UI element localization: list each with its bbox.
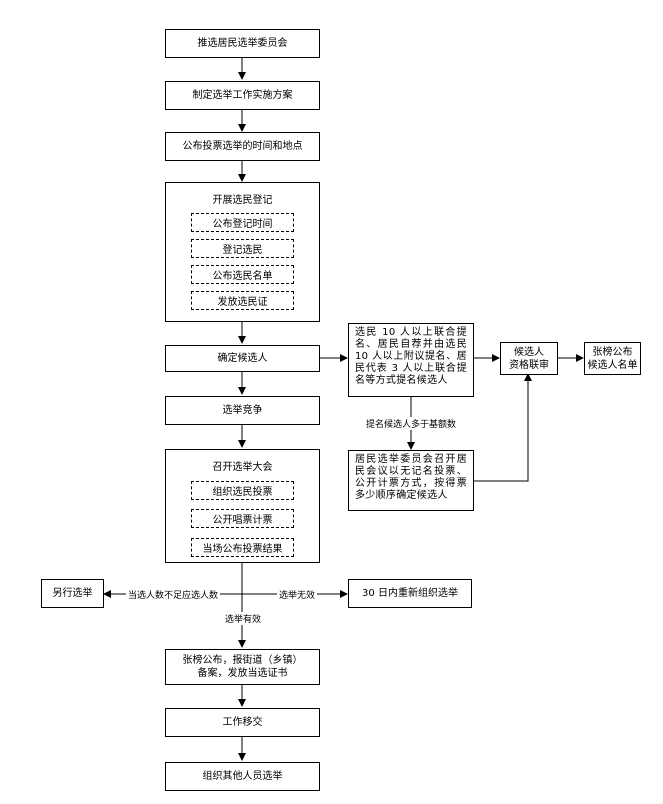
nomination-methods: 选民 10 人以上联合提名、居民自荐并由选民 10 人以上附议提名、居民代表 3… (348, 323, 474, 397)
group-election-meeting-title: 召开选举大会 (212, 462, 273, 473)
step-determine-candidates-label: 确定候选人 (217, 353, 268, 364)
step-election-campaign: 选举竞争 (165, 396, 320, 425)
step-announce-time-place: 公布投票选举的时间和地点 (165, 132, 320, 161)
step-announce-and-certify: 张榜公布，报街道（乡镇） 备案，发放当选证书 (165, 649, 320, 685)
candidate-qualification-review: 候选人 资格联审 (500, 342, 558, 375)
substep-organize-voting: 组织选民投票 (191, 481, 294, 500)
step-another-election-label: 另行选举 (52, 588, 93, 599)
label-insufficient-winners: 当选人数不足应选人数 (126, 588, 221, 601)
substep-announce-results: 当场公布投票结果 (191, 538, 294, 557)
step-another-election: 另行选举 (41, 579, 104, 608)
substep-issue-voter-cards: 发放选民证 (191, 291, 294, 310)
step-announce-time-place-label: 公布投票选举的时间和地点 (182, 141, 303, 152)
step-elect-committee: 推选居民选举委员会 (165, 29, 320, 58)
substep-announce-registration-time: 公布登记时间 (191, 213, 294, 232)
step-election-campaign-label: 选举竞争 (222, 405, 263, 416)
group-voter-registration-title: 开展选民登记 (212, 195, 273, 206)
step-implementation-plan: 制定选举工作实施方案 (165, 81, 320, 110)
arrow-preliminary-qualification (474, 373, 532, 482)
group-voter-registration: 开展选民登记 公布登记时间 登记选民 公布选民名单 发放选民证 (165, 182, 320, 322)
group-election-meeting: 召开选举大会 组织选民投票 公开唱票计票 当场公布投票结果 (165, 449, 320, 563)
step-other-elections: 组织其他人员选举 (165, 762, 320, 791)
substep-public-counting: 公开唱票计票 (191, 509, 294, 528)
step-reelection-30-days: 30 日内重新组织选举 (348, 579, 472, 608)
substep-announce-voter-list: 公布选民名单 (191, 265, 294, 284)
label-election-invalid: 选举无效 (277, 588, 318, 601)
step-elect-committee-label: 推选居民选举委员会 (197, 38, 288, 49)
label-election-valid: 选举有效 (223, 612, 264, 625)
substep-register-voters: 登记选民 (191, 239, 294, 258)
step-work-handover-label: 工作移交 (222, 717, 263, 728)
step-determine-candidates: 确定候选人 (165, 345, 320, 372)
preliminary-election: 居民选举委员会召开居民会议以无记名投票、公开计票方式，按得票多少顺序确定候选人 (348, 450, 474, 511)
step-implementation-plan-label: 制定选举工作实施方案 (192, 90, 293, 101)
publish-candidate-list: 张榜公布 候选人名单 (584, 342, 641, 375)
label-excess-nominees: 提名候选人多于基额数 (364, 417, 459, 430)
step-other-elections-label: 组织其他人员选举 (202, 771, 283, 782)
step-reelection-30-days-label: 30 日内重新组织选举 (362, 588, 458, 599)
step-work-handover: 工作移交 (165, 708, 320, 737)
